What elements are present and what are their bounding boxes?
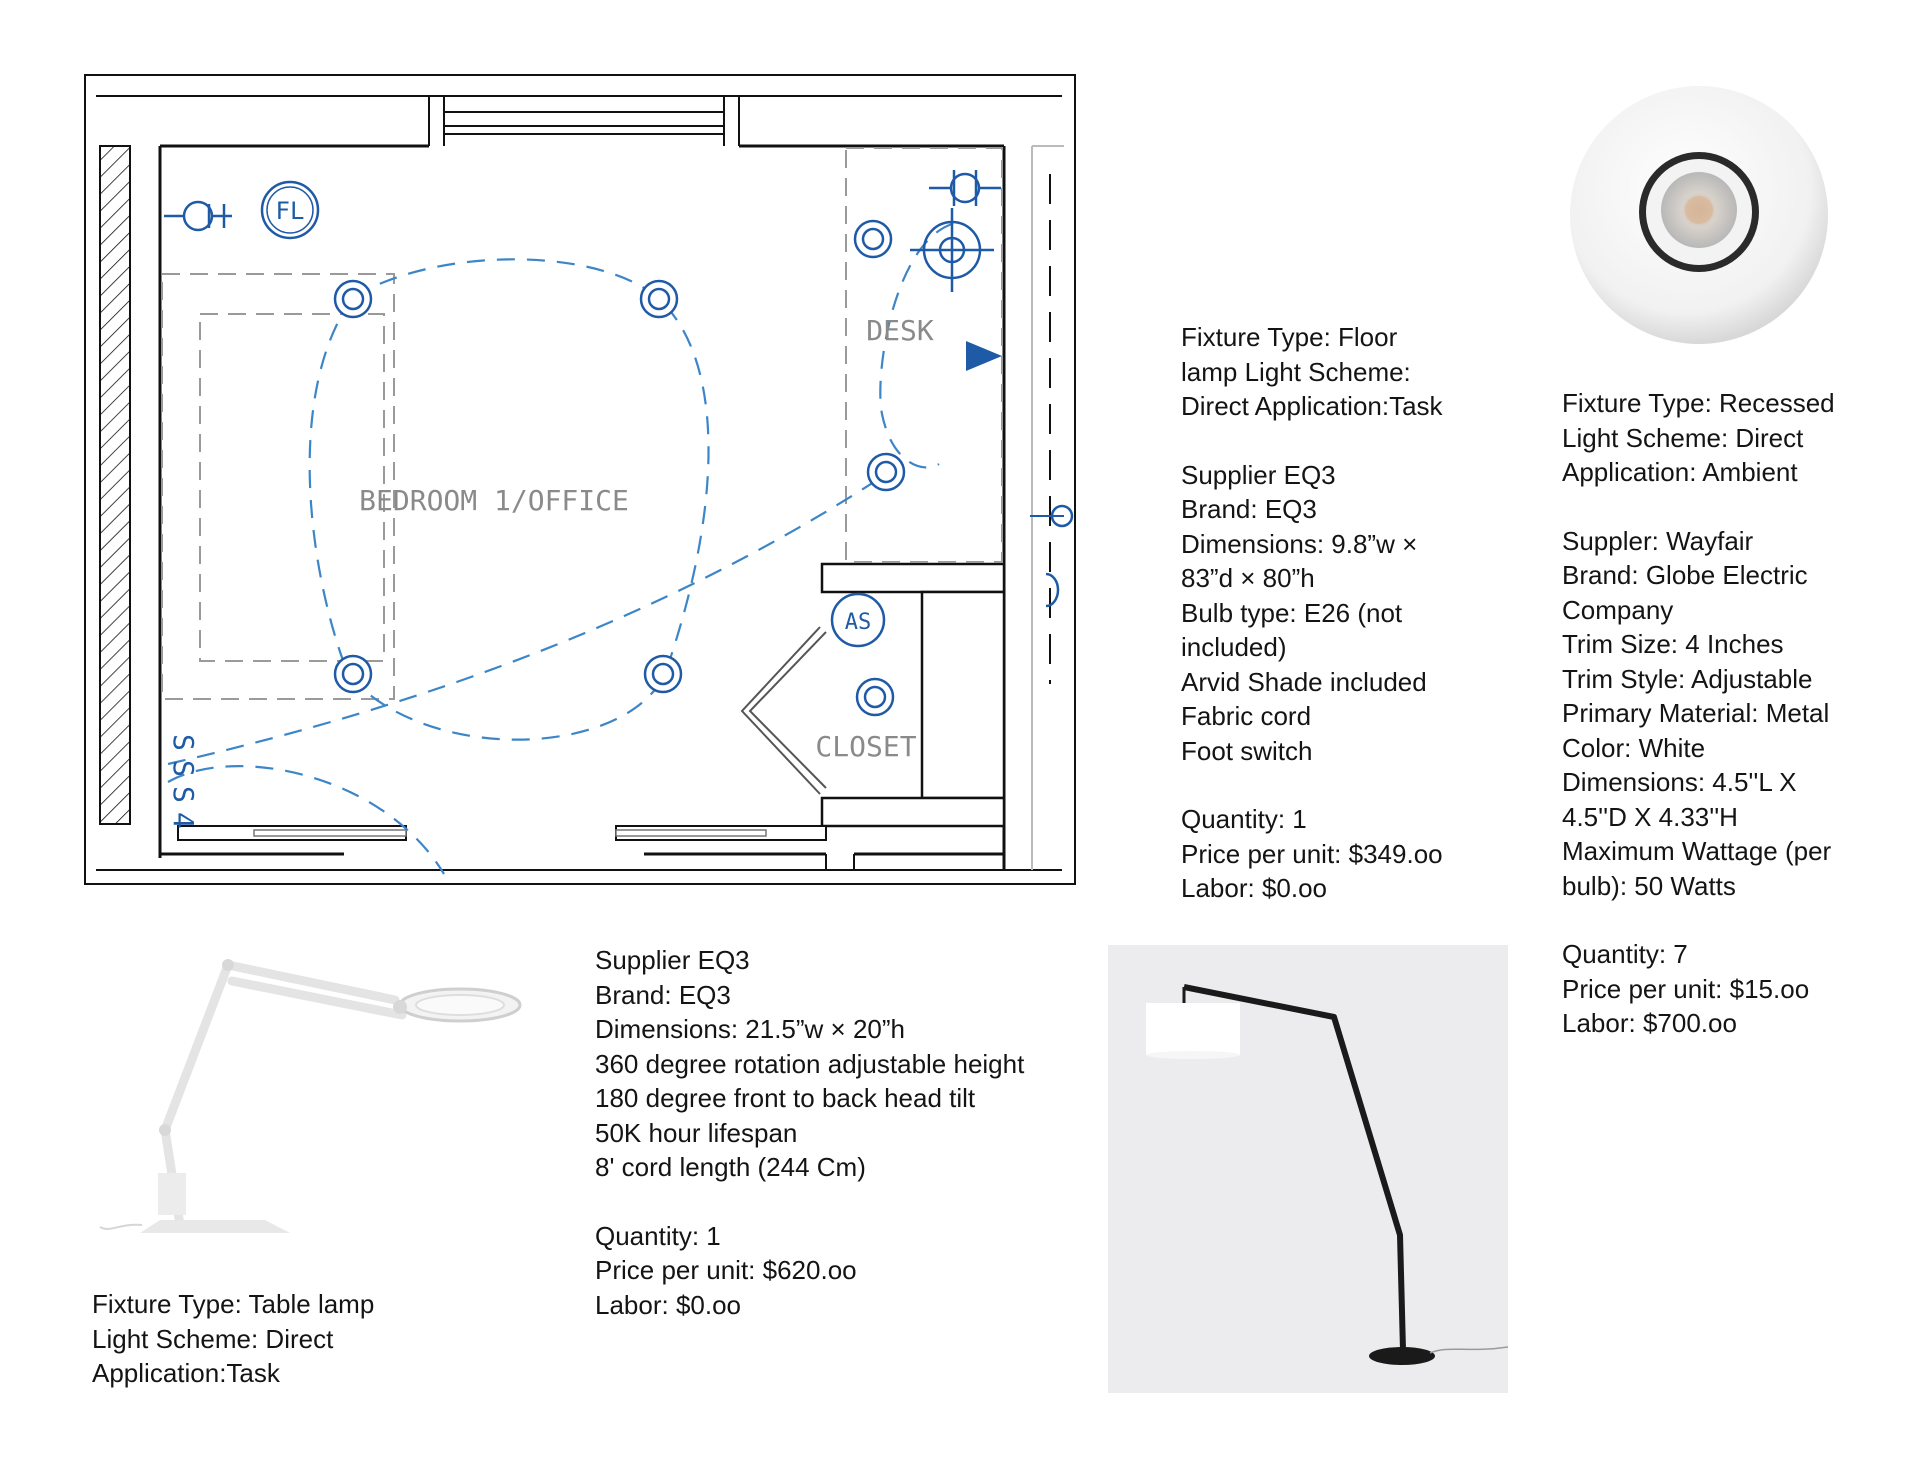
recessed-light-icon [855,677,895,717]
room-label: BEDROOM 1/OFFICE [359,484,629,517]
spec-line: Direct Application:Task [1181,391,1443,421]
price-line: Price per unit: $15.oo [1562,973,1810,1004]
fl-text: FL [276,197,305,225]
spec-line: included) [1181,632,1287,662]
spec-line: Supplier EQ3 [595,945,750,975]
table-lamp-spec: Supplier EQ3 Brand: EQ3 Dimensions: 21.5… [595,943,1024,1322]
spec-line: Maximum Wattage (per [1562,836,1832,866]
recessed-light-icon [866,452,906,492]
recessed-light-symbols [333,219,906,717]
labor-line: Labor: $700.oo [1562,1008,1737,1038]
spec-line: 360 degree rotation adjustable height [595,1048,1025,1079]
spec-line: Dimensions: 9.8”w × [1181,528,1418,559]
spec-line: lamp Light Scheme: [1181,356,1411,387]
quantity-line: Quantity: 1 [595,1220,721,1251]
hatched-wall [99,145,131,825]
spec-line: Brand: EQ3 [1181,494,1317,524]
closet-label: CLOSET [815,730,916,763]
spec-line: Trim Size: 4 Inches [1562,629,1784,659]
switch-label: 4 [167,812,200,829]
ceiling-fixture-icon [910,208,994,292]
fl-symbol: FL [260,180,320,240]
recessed-light-icon [643,654,683,694]
labor-line: Labor: $0.oo [595,1289,742,1320]
recessed-light-icon [639,279,679,319]
quantity-line: Quantity: 7 [1562,939,1688,969]
spec-line: 50K hour lifespan [595,1117,798,1148]
spec-line: Fixture Type: Recessed [1562,388,1835,418]
price-line: Price per unit: $349.oo [1181,838,1443,869]
recessed-light-icon [333,654,373,694]
spec-line: Fixture Type: Floor [1181,322,1398,352]
spec-line: Bulb type: E26 (not [1181,597,1403,628]
table-lamp-image [90,945,568,1245]
desk-label: DESK [866,314,934,347]
furniture-outline [161,147,1003,700]
spec-line: Application: Ambient [1562,457,1798,487]
quantity-line: Quantity: 1 [1181,804,1307,834]
spec-line: Company [1562,594,1674,625]
spec-line: Application:Task [92,1358,280,1388]
switch-label: S [167,760,200,777]
spec-line: Trim Style: Adjustable [1562,663,1813,694]
outlet-icon [929,170,1001,206]
spec-line: Supplier EQ3 [1181,459,1336,490]
spec-line: Arvid Shade included [1181,666,1427,697]
spec-line: Primary Material: Metal [1562,698,1830,728]
spec-line: Fabric cord [1181,701,1312,731]
spec-line: Brand: Globe Electric [1562,560,1808,590]
spec-line: Color: White [1562,732,1706,763]
price-line: Price per unit: $620.oo [595,1255,857,1285]
desk-marker-icon [966,341,1002,371]
recessed-light-icon [333,279,373,319]
spec-line: 8' cord length (244 Cm) [595,1152,866,1182]
switch-symbols: S S S 4 [167,734,200,829]
spec-line: Suppler: Wayfair [1562,525,1754,556]
switch-label: S [167,786,200,803]
as-text: AS [845,610,872,635]
labor-line: Labor: $0.oo [1181,873,1328,903]
spec-line: Fixture Type: Table lamp [92,1289,375,1319]
floor-lamp-image [1108,945,1508,1393]
switch-label: S [167,734,200,751]
recessed-spec: Fixture Type: Recessed Light Scheme: Dir… [1562,386,1835,1041]
spec-line: Light Scheme: Direct [92,1323,334,1354]
spec-line: Light Scheme: Direct [1562,422,1804,453]
spec-line: 83”d × 80”h [1181,563,1315,593]
window [428,96,740,146]
spec-line: 4.5''D X 4.33''H [1562,801,1738,832]
spec-line: Dimensions: 21.5”w × 20”h [595,1014,905,1044]
spec-line: bulb): 50 Watts [1562,870,1736,901]
floor-plan: FL AS S S S 4 BEDROOM 1/OFFICE DESK CLOS… [84,74,1076,885]
table-lamp-fixture: Fixture Type: Table lamp Light Scheme: D… [92,1287,374,1391]
recessed-light-image [1570,86,1828,344]
spec-line: Brand: EQ3 [595,979,731,1010]
recessed-light-icon [853,219,893,259]
switch-legs [167,222,953,875]
spec-line: Foot switch [1181,735,1313,766]
as-symbol: AS [830,592,886,648]
floor-lamp-spec: Fixture Type: Floor lamp Light Scheme: D… [1181,320,1443,906]
spec-line: Dimensions: 4.5''L X [1562,767,1797,797]
outlet-icon [164,200,232,232]
spec-line: 180 degree front to back head tilt [595,1083,976,1113]
